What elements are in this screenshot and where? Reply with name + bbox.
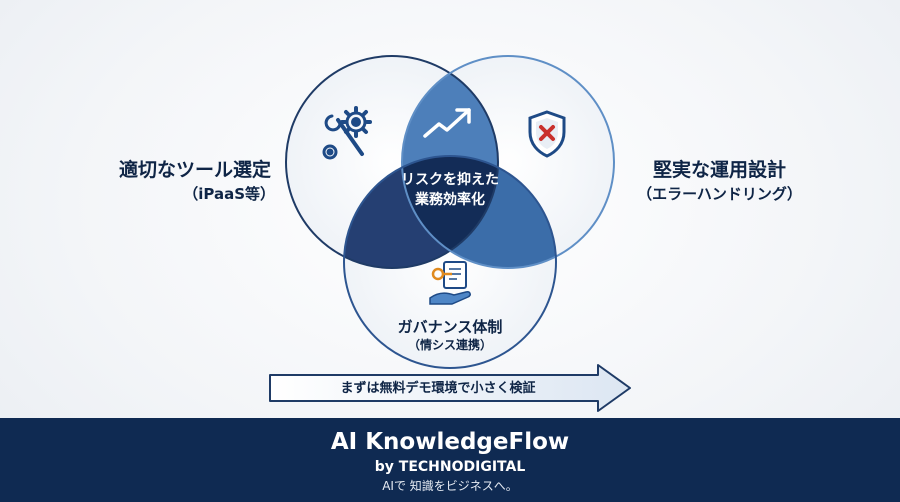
label-governance-sub: （情シス連携） [407, 337, 492, 352]
key-document-hand-icon [429, 261, 471, 305]
arrow-label: まずは無料デモ環境で小さく検証 [340, 381, 536, 396]
label-operation-design-main: 堅実な運用設計 [652, 159, 786, 181]
gears-wrench-icon [322, 106, 372, 160]
shield-x-icon [528, 110, 566, 158]
label-tool-selection: 適切なツール選定 （iPaaS等） [95, 158, 295, 204]
next-step-arrow [269, 364, 631, 412]
venn-diagram [285, 55, 615, 369]
label-governance-main: ガバナンス体制 [397, 318, 503, 336]
footer-banner: AI KnowledgeFlow by TECHNODIGITAL AIで 知識… [0, 418, 900, 502]
footer-tagline: AIで 知識をビジネスへ。 [382, 479, 518, 493]
label-operation-design-sub: （エラーハンドリング） [637, 184, 802, 203]
label-operation-design: 堅実な運用設計 （エラーハンドリング） [612, 158, 827, 204]
trending-up-icon [423, 108, 471, 138]
footer-brand: AI KnowledgeFlow [330, 429, 570, 455]
label-tool-selection-sub: （iPaaS等） [183, 184, 275, 203]
footer-company: by TECHNODIGITAL [374, 459, 526, 475]
center-label: リスクを抑えた 業務効率化 [380, 170, 520, 211]
center-label-line1: リスクを抑えた [401, 172, 499, 188]
center-label-line2: 業務効率化 [415, 192, 485, 209]
label-tool-selection-main: 適切なツール選定 [118, 159, 271, 181]
label-governance: ガバナンス体制 （情シス連携） [350, 318, 550, 353]
